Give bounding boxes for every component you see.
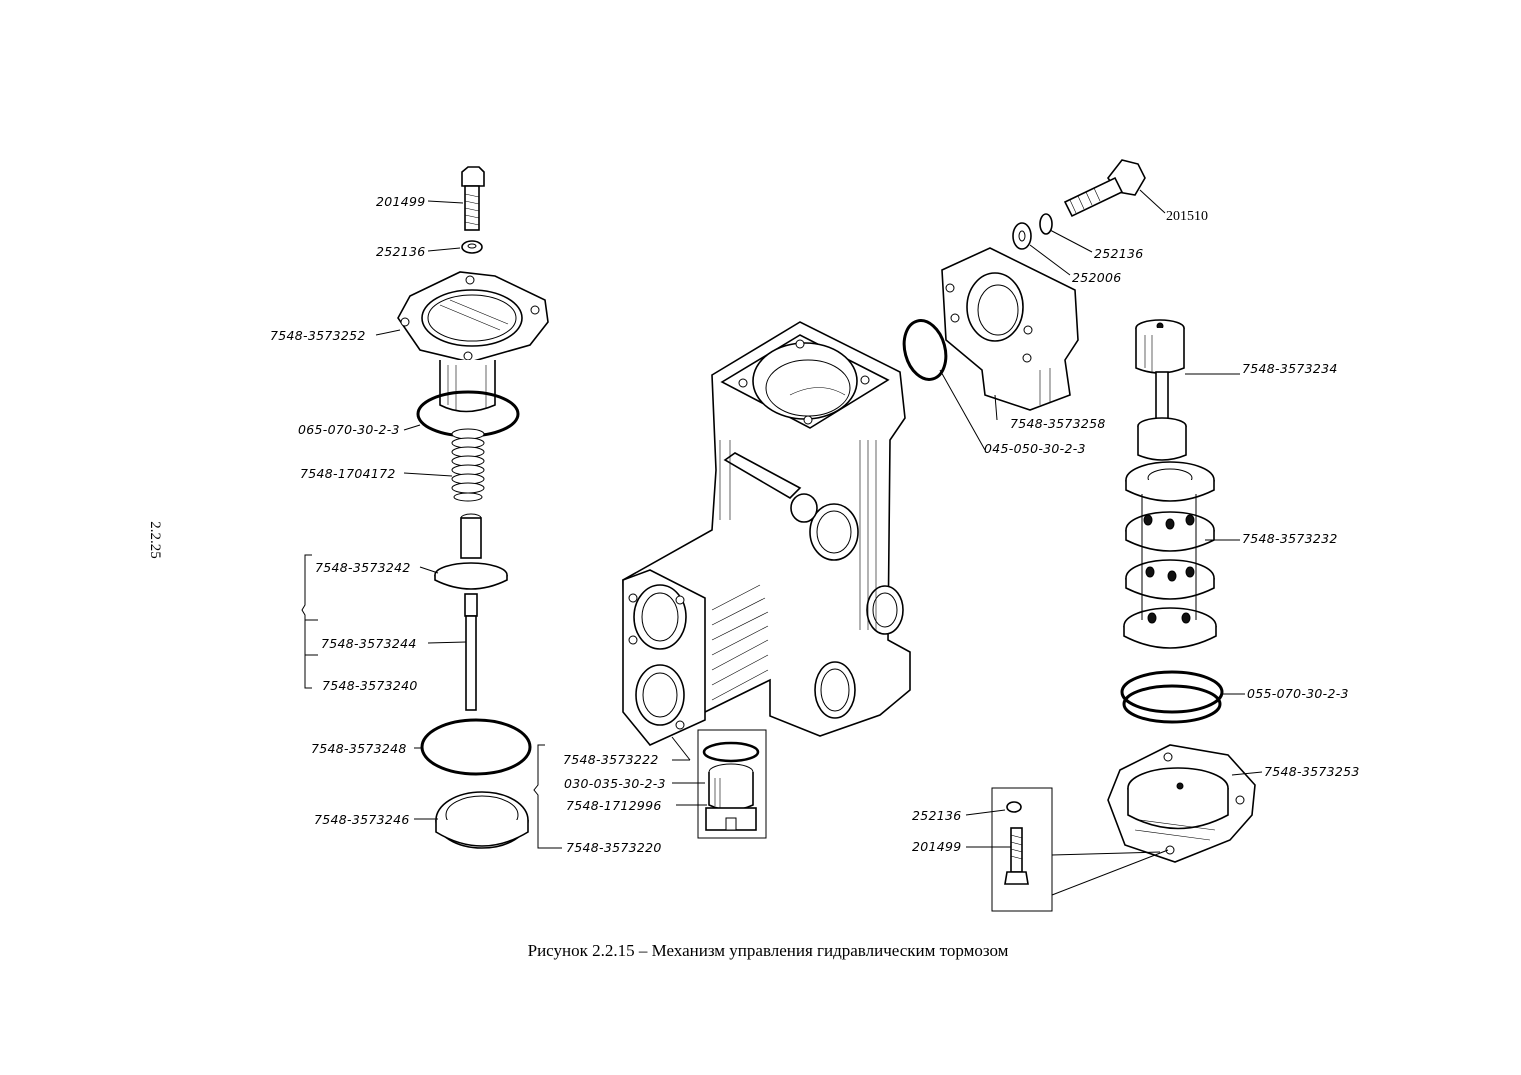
label-252136-top: 252136 — [376, 244, 426, 259]
label-7548-3573232: 7548-3573232 — [1242, 531, 1338, 546]
label-055-070-30-2-3: 055-070-30-2-3 — [1247, 686, 1349, 701]
label-030-035-30-2-3: 030-035-30-2-3 — [564, 776, 666, 791]
sleeve-3573232 — [1123, 461, 1217, 649]
cover-3573253 — [1107, 744, 1256, 863]
valve-3573242 — [434, 513, 508, 590]
plug-assembly-3573220 — [697, 729, 767, 839]
label-065-070-30-2-3: 065-070-30-2-3 — [298, 422, 400, 437]
bolt-group-bottom — [991, 787, 1169, 912]
elbow-3573258 — [941, 247, 1079, 411]
label-252136-bottom: 252136 — [912, 808, 962, 823]
bolt-201510 — [1063, 159, 1146, 218]
figure-caption: Рисунок 2.2.15 – Механизм управления гид… — [528, 941, 1009, 960]
label-7548-3573242: 7548-3573242 — [315, 560, 411, 575]
label-7548-3573248: 7548-3573248 — [311, 741, 407, 756]
label-7548-1704172: 7548-1704172 — [300, 466, 396, 481]
spring-washer-top-left — [461, 240, 483, 254]
spring-1704172 — [451, 428, 485, 502]
label-7548-3573220: 7548-3573220 — [566, 840, 662, 855]
label-7548-3573252: 7548-3573252 — [270, 328, 366, 343]
oring-055-right — [1120, 670, 1224, 724]
label-7548-3573244: 7548-3573244 — [321, 636, 417, 651]
bolt-top-left — [461, 166, 485, 231]
label-045-050-30-2-3: 045-050-30-2-3 — [984, 441, 1086, 456]
valve-body — [622, 321, 911, 746]
label-201499-top: 201499 — [376, 194, 426, 209]
label-201499-bottom: 201499 — [912, 839, 962, 854]
label-7548-3573246: 7548-3573246 — [314, 812, 410, 827]
label-7548-3573234: 7548-3573234 — [1242, 361, 1338, 376]
label-252006: 252006 — [1072, 270, 1122, 285]
label-201510: 201510 — [1166, 209, 1208, 224]
label-7548-3573240: 7548-3573240 — [322, 678, 418, 693]
oring-045 — [902, 319, 948, 381]
label-252136-right: 252136 — [1094, 246, 1144, 261]
label-7548-3573222: 7548-3573222 — [563, 752, 659, 767]
washer-3573246 — [435, 791, 529, 849]
cover-3573252 — [397, 271, 549, 413]
page-number: 2.2.25 — [147, 521, 163, 559]
snap-ring-3573248 — [420, 718, 532, 776]
piston-3573234 — [1135, 319, 1187, 461]
label-7548-3573258: 7548-3573258 — [1010, 416, 1106, 431]
washers-right — [1012, 213, 1053, 250]
label-7548-3573253: 7548-3573253 — [1264, 764, 1360, 779]
label-7548-1712996: 7548-1712996 — [566, 798, 662, 813]
leader-lines — [301, 189, 1263, 849]
pushrod-3573244 — [464, 593, 478, 711]
